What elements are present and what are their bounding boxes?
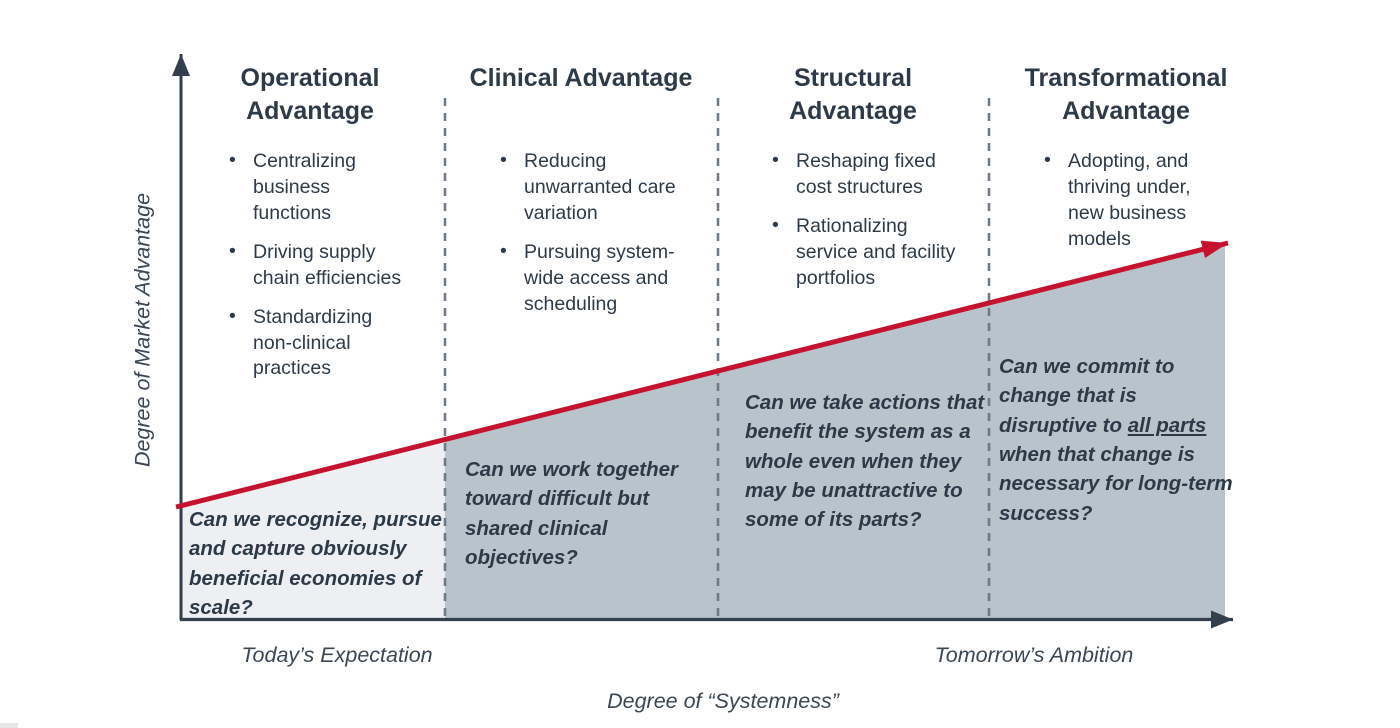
question-clinical: Can we work together toward difficult bu…	[465, 458, 679, 569]
bullet-item: Reducing unwarranted care variation	[497, 148, 685, 227]
question-structural: Can we take actions that benefit the sys…	[745, 391, 985, 532]
y-axis-label: Degree of Market Advantage	[130, 192, 155, 468]
column-title-operational: Operational Advantage	[240, 64, 380, 125]
trend-arrow	[175, 240, 1229, 510]
bullet-list-operational: Centralizing business functions Driving …	[226, 148, 412, 395]
bullet-item: Driving supply chain efficiencies	[226, 239, 412, 292]
question-part: Can we commit to change that is disrupti…	[999, 355, 1175, 437]
bullet-list-clinical: Reducing unwarranted care variation Purs…	[497, 148, 685, 331]
question-operational: Can we recognize, pursue and capture obv…	[189, 508, 442, 619]
bullet-item: Reshaping fixed cost structures	[769, 148, 969, 201]
bullet-item: Standardizing non-clinical practices	[226, 304, 412, 383]
column-title-clinical: Clinical Advantage	[469, 64, 693, 92]
shade-light-region	[182, 440, 445, 618]
column-title-transformational: Transformational Advantage	[1024, 64, 1228, 125]
question-transformational: Can we commit to change that is disrupti…	[999, 352, 1239, 528]
x-axis-right-label: Tomorrow’s Ambition	[934, 643, 1134, 667]
shade-dark-region	[445, 245, 1225, 618]
x-axis-title: Degree of “Systemness”	[607, 689, 839, 713]
corner-artifact	[0, 723, 18, 728]
bullet-item: Rationalizing service and facility portf…	[769, 213, 969, 292]
x-axis-left-label: Today’s Expectation	[241, 643, 433, 667]
question-part: when that change is necessary for long-t…	[999, 442, 1233, 525]
bullet-item: Centralizing business functions	[226, 148, 412, 227]
bullet-item: Adopting, and thriving under, new busine…	[1041, 148, 1223, 253]
bullet-list-transformational: Adopting, and thriving under, new busine…	[1041, 148, 1223, 266]
bullet-list-structural: Reshaping fixed cost structures Rational…	[769, 148, 969, 305]
column-title-structural: Structural Advantage	[789, 64, 917, 125]
bullet-item: Pursuing system-wide access and scheduli…	[497, 239, 685, 318]
question-part-underlined: all parts	[1127, 413, 1207, 437]
